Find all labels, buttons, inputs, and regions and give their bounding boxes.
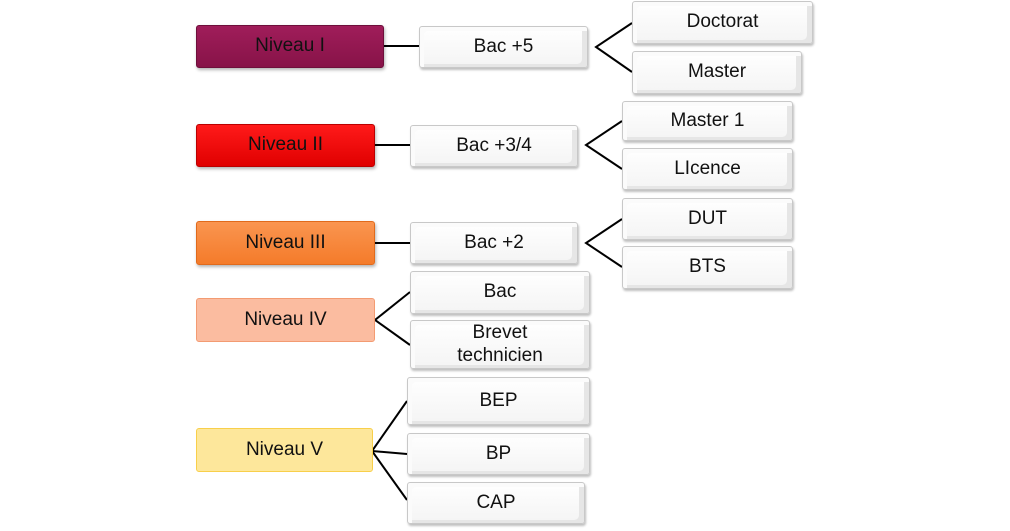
diploma-label: BP xyxy=(485,442,512,464)
diploma-bac: Bac xyxy=(410,271,590,314)
level-3-box: Niveau III xyxy=(196,221,375,265)
level-5-box: Niveau V xyxy=(196,428,373,472)
diploma-bep: BEP xyxy=(407,377,590,425)
diploma-bac34: Bac +3/4 xyxy=(410,125,578,167)
level-4-box: Niveau IV xyxy=(196,298,375,342)
level-4-label: Niveau IV xyxy=(244,308,327,330)
diploma-label: Doctorat xyxy=(686,11,759,33)
diploma-doctorat: Doctorat xyxy=(632,1,813,44)
diploma-label: Master xyxy=(687,61,747,83)
diploma-label: Master 1 xyxy=(670,109,745,131)
diploma-label: Brevet technicien xyxy=(457,321,543,366)
diploma-bac5: Bac +5 xyxy=(419,26,588,68)
level-2-label: Niveau II xyxy=(248,134,323,156)
diploma-master: Master xyxy=(632,51,802,94)
diploma-label: DUT xyxy=(687,207,728,229)
diploma-label: Bac +5 xyxy=(473,35,534,57)
level-2-box: Niveau II xyxy=(196,124,375,167)
diploma-label: BTS xyxy=(689,256,726,278)
diploma-bp: BP xyxy=(407,433,590,475)
diploma-bac2: Bac +2 xyxy=(410,222,578,264)
diploma-licence: LIcence xyxy=(622,148,793,190)
diploma-label: LIcence xyxy=(674,157,741,179)
level-5-label: Niveau V xyxy=(245,438,324,460)
diploma-label: CAP xyxy=(476,491,516,513)
level-3-label: Niveau III xyxy=(245,231,326,253)
diploma-cap: CAP xyxy=(407,482,585,524)
diploma-dut: DUT xyxy=(622,198,793,240)
diploma-bts: BTS xyxy=(622,246,793,289)
level-1-label: Niveau I xyxy=(255,35,325,57)
diploma-brevet-technicien: Brevet technicien xyxy=(410,320,590,369)
level-1-box: Niveau I xyxy=(196,25,384,68)
diploma-label: Bac +2 xyxy=(464,231,524,253)
diploma-label: Bac xyxy=(483,281,517,303)
diploma-label: BEP xyxy=(479,389,518,411)
diploma-label: Bac +3/4 xyxy=(456,134,532,156)
diploma-master1: Master 1 xyxy=(622,101,793,141)
